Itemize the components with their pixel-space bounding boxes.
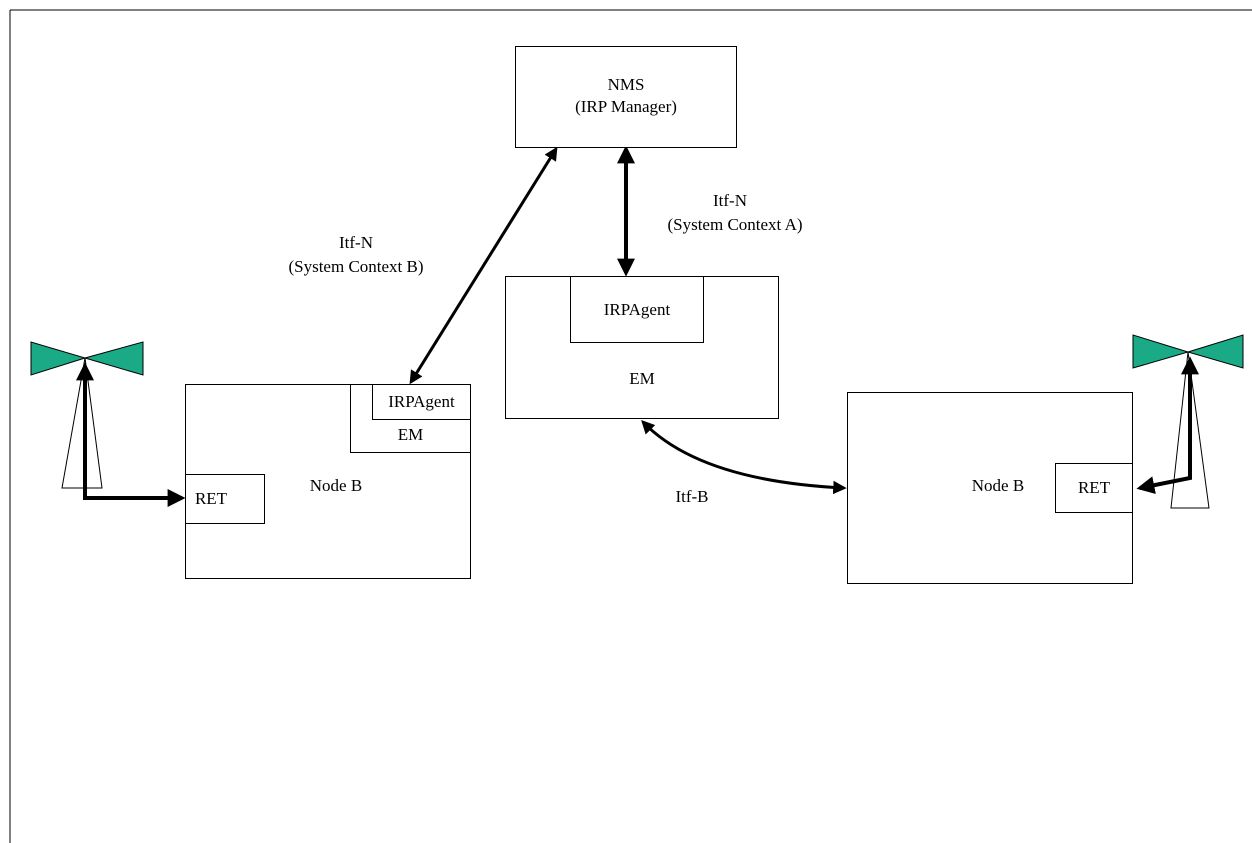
left-ret-box[interactable]: RET: [185, 474, 265, 524]
central-irpagent-box[interactable]: IRPAgent: [570, 276, 704, 343]
right-feed-cable: [1136, 356, 1199, 495]
left-feed-cable: [76, 362, 186, 507]
nms-box[interactable]: NMS (IRP Manager): [515, 46, 737, 148]
nms-subtitle: (IRP Manager): [575, 97, 677, 116]
right-node-b-label: Node B: [971, 476, 1025, 495]
left-irpagent-label: IRPAgent: [388, 392, 455, 411]
left-irpagent-box[interactable]: IRPAgent: [372, 384, 471, 420]
left-ret-label: RET: [194, 489, 228, 508]
itf-n-context-a-label-line2: (System Context A): [667, 215, 803, 234]
itf-b-label: Itf-B: [675, 487, 709, 506]
itf-n-context-b-label-line1: Itf-N: [339, 233, 373, 252]
central-irpagent-label: IRPAgent: [603, 300, 671, 319]
itf-n-context-a-label-line1: Itf-N: [713, 191, 747, 210]
left-node-b-label: Node B: [309, 476, 363, 495]
central-em-label: EM: [629, 369, 655, 388]
nms-title: NMS: [607, 75, 645, 94]
right-ret-box[interactable]: RET: [1055, 463, 1133, 513]
itf-b-arrow: [641, 420, 847, 495]
itf-n-context-b-arrow: [409, 146, 558, 385]
itf-n-context-b-label-line2: (System Context B): [288, 257, 424, 276]
left-em-label: EM: [397, 425, 424, 444]
right-ret-label: RET: [1077, 478, 1111, 497]
